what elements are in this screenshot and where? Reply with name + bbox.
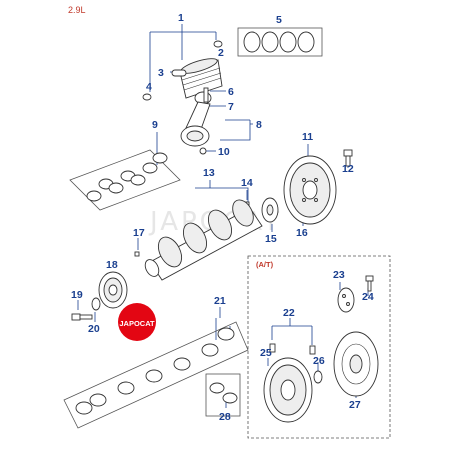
callout-4: 4	[146, 81, 152, 93]
callout-27: 27	[349, 399, 361, 411]
callout-28: 28	[219, 411, 231, 423]
japocat-logo: JAPOCAT	[118, 303, 156, 341]
callout-25: 25	[260, 347, 272, 359]
callout-14: 14	[241, 177, 253, 189]
piston-ring-set	[237, 27, 323, 57]
washer	[91, 297, 101, 311]
flywheel	[283, 155, 337, 225]
callout-20: 20	[88, 323, 100, 335]
at-adapter-plate	[337, 287, 355, 313]
callout-8: 8	[256, 119, 262, 131]
callout-17: 17	[133, 227, 145, 239]
flywheel-bolt	[343, 149, 353, 167]
crank-pulley	[98, 271, 128, 309]
snap-ring-lower	[142, 93, 152, 101]
callout-13: 13	[203, 167, 215, 179]
callout-1: 1	[178, 12, 184, 24]
callout-21: 21	[214, 295, 226, 307]
callout-9: 9	[152, 119, 158, 131]
callout-19: 19	[71, 289, 83, 301]
callout-18: 18	[106, 259, 118, 271]
callout-22: 22	[283, 307, 295, 319]
logo-text: JAPOCAT	[119, 319, 155, 328]
callout-24: 24	[362, 291, 374, 303]
callout-15: 15	[265, 233, 277, 245]
at-bolt	[365, 275, 374, 292]
engine-label: 2.9L	[68, 5, 86, 15]
callout-10: 10	[218, 146, 230, 158]
connecting-rod	[180, 87, 212, 155]
at-drive-plate	[333, 331, 379, 397]
callout-16: 16	[296, 227, 308, 239]
drive-plate	[261, 197, 279, 223]
at-plate-bolts	[269, 343, 316, 355]
crankshaft	[144, 199, 263, 281]
pulley-bolt	[71, 313, 93, 321]
piston	[179, 58, 223, 99]
callout-5: 5	[276, 14, 282, 26]
callout-3: 3	[158, 67, 164, 79]
snap-ring	[213, 40, 223, 48]
callout-7: 7	[228, 101, 234, 113]
callout-26: 26	[313, 355, 325, 367]
piston-pin	[171, 69, 187, 77]
at-label: (A/T)	[256, 260, 274, 269]
main-bearing-set	[69, 149, 181, 211]
callout-6: 6	[228, 86, 234, 98]
rod-bearing-set	[63, 321, 249, 429]
crank-key	[134, 251, 140, 257]
callout-11: 11	[302, 131, 313, 143]
callout-23: 23	[333, 269, 345, 281]
at-spacer-ring	[313, 370, 323, 384]
thrust-bearing-set	[205, 373, 241, 417]
ring-gear	[263, 357, 313, 423]
callout-2: 2	[218, 47, 224, 59]
at-section: (A/T)	[247, 255, 391, 439]
callout-12: 12	[342, 163, 354, 175]
callout-labels: 1 2 3 4 5 6 7 8 9 10 11 12 13 14 15 16 1…	[71, 12, 374, 423]
